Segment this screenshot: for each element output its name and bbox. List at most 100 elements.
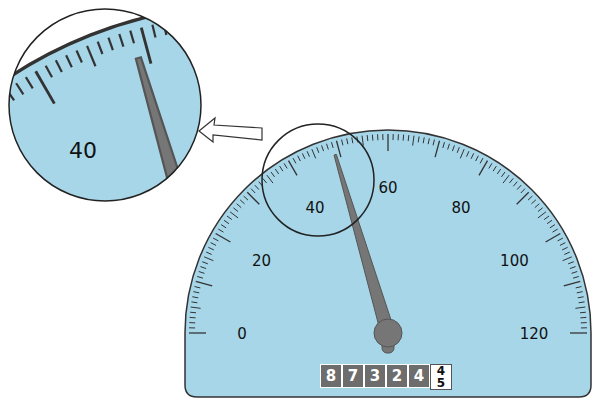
odometer-digit: 3 xyxy=(364,364,386,388)
tick-mark xyxy=(312,149,316,158)
tick-mark xyxy=(193,292,199,293)
tick-mark xyxy=(189,322,195,323)
tick-mark xyxy=(216,234,231,243)
tick-mark xyxy=(564,281,580,285)
tick-mark xyxy=(352,137,353,143)
tick-mark xyxy=(517,185,521,189)
tick-mark xyxy=(489,163,492,168)
speed-label: 60 xyxy=(378,181,397,196)
tick-mark xyxy=(372,135,373,141)
tick-mark xyxy=(199,272,205,274)
tick-mark xyxy=(497,169,500,174)
zoom-circle xyxy=(262,124,374,236)
tick-mark xyxy=(197,276,203,278)
zoomed-dial xyxy=(8,8,202,202)
tick-mark xyxy=(435,141,439,157)
tick-mark xyxy=(575,307,585,308)
tick-mark xyxy=(580,317,586,318)
tick-mark xyxy=(479,161,488,176)
tick-mark xyxy=(471,153,474,158)
tick-mark xyxy=(558,238,563,241)
tick-mark xyxy=(271,172,275,177)
tick-mark xyxy=(382,134,383,140)
tick-mark xyxy=(535,204,540,208)
tick-mark xyxy=(568,262,574,264)
tick-mark xyxy=(189,332,206,333)
tick-mark xyxy=(544,216,549,220)
inset-outline xyxy=(8,8,202,202)
tick-mark xyxy=(206,252,211,254)
tick-mark xyxy=(244,196,248,200)
tick-mark xyxy=(476,156,479,161)
tick-mark xyxy=(202,262,208,264)
tick-mark xyxy=(247,192,259,204)
tick-mark xyxy=(367,135,369,141)
tick-mark xyxy=(347,138,348,144)
tick-mark xyxy=(413,136,414,146)
tick-mark xyxy=(342,139,343,145)
tick-mark xyxy=(293,158,296,163)
tick-mark xyxy=(221,225,226,228)
tick-mark xyxy=(255,185,259,189)
tick-mark xyxy=(418,136,420,142)
tick-mark xyxy=(428,138,429,144)
tick-mark xyxy=(393,134,394,140)
odometer-digit: 2 xyxy=(386,364,408,388)
odometer-digit: 8 xyxy=(320,364,342,388)
tick-mark xyxy=(263,178,267,183)
tick-mark xyxy=(190,317,196,318)
odometer-figure: 4 xyxy=(437,365,445,377)
tick-mark xyxy=(307,151,309,156)
tick-mark xyxy=(403,135,404,141)
tick-mark xyxy=(275,169,278,174)
tick-mark xyxy=(362,136,363,146)
tick-mark xyxy=(457,147,459,153)
tick-mark xyxy=(327,144,329,150)
odometer-figure: 7 xyxy=(348,369,358,384)
tick-mark xyxy=(213,238,218,241)
tick-mark xyxy=(230,212,238,218)
tick-mark xyxy=(191,307,201,308)
odometer-figure: 5 xyxy=(437,377,445,389)
tick-mark xyxy=(267,175,273,183)
tick-mark xyxy=(493,166,496,171)
tick-mark xyxy=(280,166,283,171)
tick-mark xyxy=(218,229,223,232)
tick-mark xyxy=(467,151,469,156)
speed-label: 100 xyxy=(500,254,529,269)
odometer-digit: 4 xyxy=(408,364,430,388)
tick-mark xyxy=(538,208,543,212)
odometer-rolling-digit: 45 xyxy=(430,364,452,390)
tick-mark xyxy=(211,243,216,246)
magnified-inset: 40 xyxy=(8,8,202,202)
tick-mark xyxy=(553,229,558,232)
tick-mark xyxy=(564,252,569,254)
dial xyxy=(185,130,591,397)
tick-mark xyxy=(581,327,587,328)
speed-label: 40 xyxy=(305,200,324,215)
tick-mark xyxy=(317,147,319,153)
tick-mark xyxy=(577,292,583,293)
tick-mark xyxy=(580,312,586,314)
speed-label: 120 xyxy=(520,327,549,342)
tick-mark xyxy=(237,204,242,208)
tick-mark xyxy=(192,297,198,298)
tick-mark xyxy=(460,149,464,158)
tick-mark xyxy=(570,267,576,269)
tick-mark xyxy=(480,158,483,163)
tick-mark xyxy=(298,156,301,161)
speed-label: 0 xyxy=(237,327,247,342)
odometer-figure: 4 xyxy=(414,369,424,384)
tick-mark xyxy=(204,257,213,261)
tick-mark xyxy=(284,163,287,168)
odometer-figure: 3 xyxy=(370,369,380,384)
tick-mark xyxy=(452,145,454,151)
tick-mark xyxy=(322,145,324,151)
tick-mark xyxy=(251,189,255,193)
tick-mark xyxy=(387,134,388,151)
tick-mark xyxy=(521,189,525,193)
tick-mark xyxy=(528,196,532,200)
inset-border xyxy=(9,9,201,201)
odometer-digit: 7 xyxy=(342,364,364,388)
tick-mark xyxy=(227,216,232,220)
